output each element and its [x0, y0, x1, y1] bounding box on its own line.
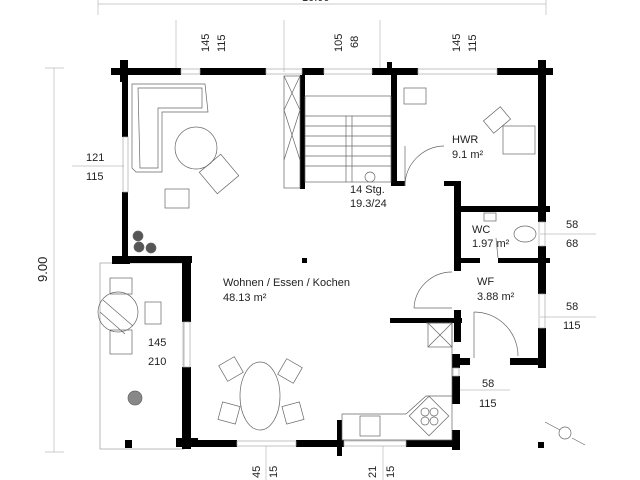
walls: [111, 60, 553, 456]
desk: [502, 125, 536, 155]
dim-right-2b: 115: [563, 320, 581, 332]
room-wc-name: WC: [472, 224, 491, 236]
washing-machine: [403, 87, 427, 105]
dim-left-b: 115: [86, 171, 104, 183]
dim-top-2a: 105: [333, 33, 345, 52]
windows: [122, 68, 546, 447]
dining-table: [239, 361, 281, 431]
room-wc-area: 1.97 m²: [472, 238, 510, 250]
dim-top-1a: 145: [200, 33, 212, 52]
dim-left-a: 121: [86, 152, 105, 164]
toilet: [513, 225, 537, 243]
dim-bottom-1b: 15: [268, 465, 280, 478]
dim-bottom-1a: 45: [251, 465, 263, 478]
dim-top-1b: 115: [216, 34, 228, 52]
dim-terrace-a: 145: [148, 337, 167, 349]
overall-width-label: 10.00: [302, 0, 330, 5]
dim-right-1b: 68: [566, 238, 579, 250]
furniture: [97, 75, 586, 446]
dim-terrace-b: 210: [148, 356, 167, 368]
dimension-lines: [45, 0, 596, 480]
dim-top-3a: 145: [451, 33, 463, 52]
room-hwr-name: HWR: [452, 134, 479, 146]
dim-right-2a: 58: [566, 301, 579, 313]
dim-bottom-2b: 15: [385, 465, 397, 478]
sink: [359, 415, 381, 437]
stove: [408, 395, 450, 437]
stairs-steps: 14 Stg.: [350, 184, 385, 196]
room-hwr-area: 9.1 m²: [452, 149, 484, 161]
room-wf-area: 3.88 m²: [477, 291, 515, 303]
room-wf-name: WF: [477, 276, 495, 288]
stairs-ratio: 19.3/24: [350, 198, 387, 210]
overall-height-label: 9.00: [35, 256, 50, 282]
sofa: [131, 83, 209, 173]
dim-right-3a: 58: [482, 378, 495, 390]
terrace-table: [97, 291, 139, 333]
coffee-table: [174, 126, 218, 170]
dim-bottom-2a: 21: [367, 465, 379, 478]
dim-top-2b: 68: [349, 35, 361, 48]
terrace: [99, 262, 185, 450]
armchair: [198, 153, 240, 195]
room-living-area: 48.13 m²: [223, 292, 267, 304]
dim-top-3b: 115: [467, 34, 479, 52]
room-living-name: Wohnen / Essen / Kochen: [223, 277, 350, 289]
dim-right-1a: 58: [566, 219, 579, 231]
stool: [164, 188, 190, 209]
dim-right-3b: 115: [479, 398, 497, 410]
